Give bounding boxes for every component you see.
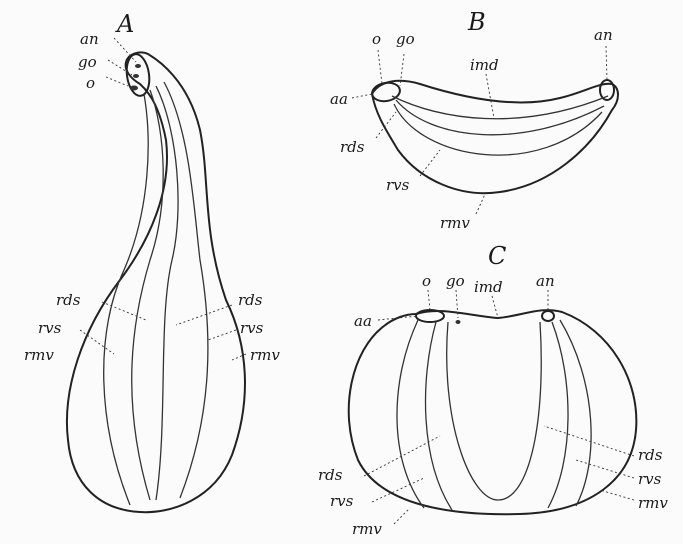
- panel-a-rib-rds-left: [132, 90, 163, 500]
- panel-b-rib-rds: [396, 100, 604, 135]
- panel-c-label-o: o: [422, 272, 431, 290]
- panel-a-leader-o: [106, 77, 128, 86]
- panel-a-label-rvs-right: rvs: [240, 319, 264, 337]
- panel-c-rib-rds-right: [548, 322, 568, 508]
- panel-c-leader-rds-right: [544, 426, 634, 456]
- panel-a-body-outline: [67, 52, 245, 512]
- panel-b-label-imd: imd: [470, 56, 499, 74]
- panel-b-leader-o: [378, 50, 382, 84]
- panel-b-label-rvs: rvs: [386, 176, 410, 194]
- panel-c-end-cap-right: [542, 311, 554, 321]
- panel-a-mouth-icon: [130, 86, 138, 91]
- panel-b-leader-aa: [352, 94, 372, 98]
- panel-c-title: C: [488, 242, 506, 270]
- panel-c-rib-rvs-left: [397, 320, 424, 508]
- panel-b-label-rmv: rmv: [440, 214, 470, 232]
- panel-c-body-outline: [349, 310, 637, 514]
- panel-c-label-rds-left: rds: [318, 466, 343, 484]
- panel-a-label-rds-right: rds: [238, 291, 263, 309]
- panel-c-label-an: an: [536, 272, 555, 290]
- panel-c-label-imd: imd: [474, 278, 503, 296]
- panel-b-label-rds: rds: [340, 138, 365, 156]
- panel-a-rib-rvs-left: [104, 94, 148, 505]
- panel-c-leader-imd: [492, 296, 498, 318]
- panel-c-rib-rvs-right: [560, 320, 591, 506]
- panel-b-label-an: an: [594, 26, 613, 44]
- panel-c-genital-pore-icon: [456, 320, 461, 324]
- panel-a-leader-rds-right: [176, 305, 232, 325]
- panel-c-label-rvs-left: rvs: [330, 492, 354, 510]
- panel-a-label-rvs-left: rvs: [38, 319, 62, 337]
- panel-c-leader-rvs-right: [576, 460, 634, 478]
- panel-a-genital-pore-icon: [133, 74, 139, 78]
- panel-a-label-o: o: [86, 74, 95, 92]
- panel-c-label-rmv-right: rmv: [638, 494, 668, 512]
- panel-c-label-rvs-right: rvs: [638, 470, 662, 488]
- panel-c-leader-rmv-right: [600, 490, 634, 500]
- panel-a: A an go o rds rvs rmv rds rvs rmv: [24, 10, 280, 512]
- panel-b-leader-an: [606, 46, 607, 80]
- panel-b-rib-imd: [392, 96, 608, 119]
- panel-a-title: A: [115, 10, 134, 38]
- panel-b: B o go an aa imd rds rvs rmv: [330, 8, 618, 232]
- panel-b-label-aa: aa: [330, 90, 348, 108]
- panel-b-leader-imd: [486, 74, 494, 118]
- panel-c-label-go: go: [446, 272, 465, 290]
- panel-c-leader-go: [456, 290, 458, 318]
- panel-a-label-rmv-left: rmv: [24, 346, 54, 364]
- panel-c-rib-inner-u: [447, 322, 542, 500]
- panel-b-rib-rvs: [394, 104, 602, 155]
- panel-c-leader-rvs-left: [372, 478, 424, 502]
- panel-a-anal-pore-icon: [135, 64, 141, 68]
- panel-b-leader-rmv: [476, 192, 486, 214]
- panel-c: C o go an imd aa rds rvs rmv rds rvs: [318, 242, 668, 538]
- panel-a-leader-an: [114, 38, 136, 62]
- panel-a-label-rds-left: rds: [56, 291, 81, 309]
- panel-b-label-go: go: [396, 30, 415, 48]
- panel-b-leader-rvs: [420, 150, 440, 176]
- panel-c-label-aa: aa: [354, 312, 372, 330]
- panel-a-label-go: go: [78, 53, 97, 71]
- panel-c-label-rmv-left: rmv: [352, 520, 382, 538]
- panel-c-label-rds-right: rds: [638, 446, 663, 464]
- panel-b-label-o: o: [372, 30, 381, 48]
- panel-c-leader-rds-left: [364, 436, 440, 476]
- panel-c-rib-rds-left: [425, 322, 452, 510]
- panel-a-label-an: an: [80, 30, 99, 48]
- panel-c-leader-rmv-left: [394, 508, 410, 524]
- panel-a-leader-rvs-right: [208, 330, 236, 340]
- panel-c-leader-o: [428, 290, 430, 310]
- panel-a-label-rmv-right: rmv: [250, 346, 280, 364]
- panel-b-title: B: [467, 8, 486, 36]
